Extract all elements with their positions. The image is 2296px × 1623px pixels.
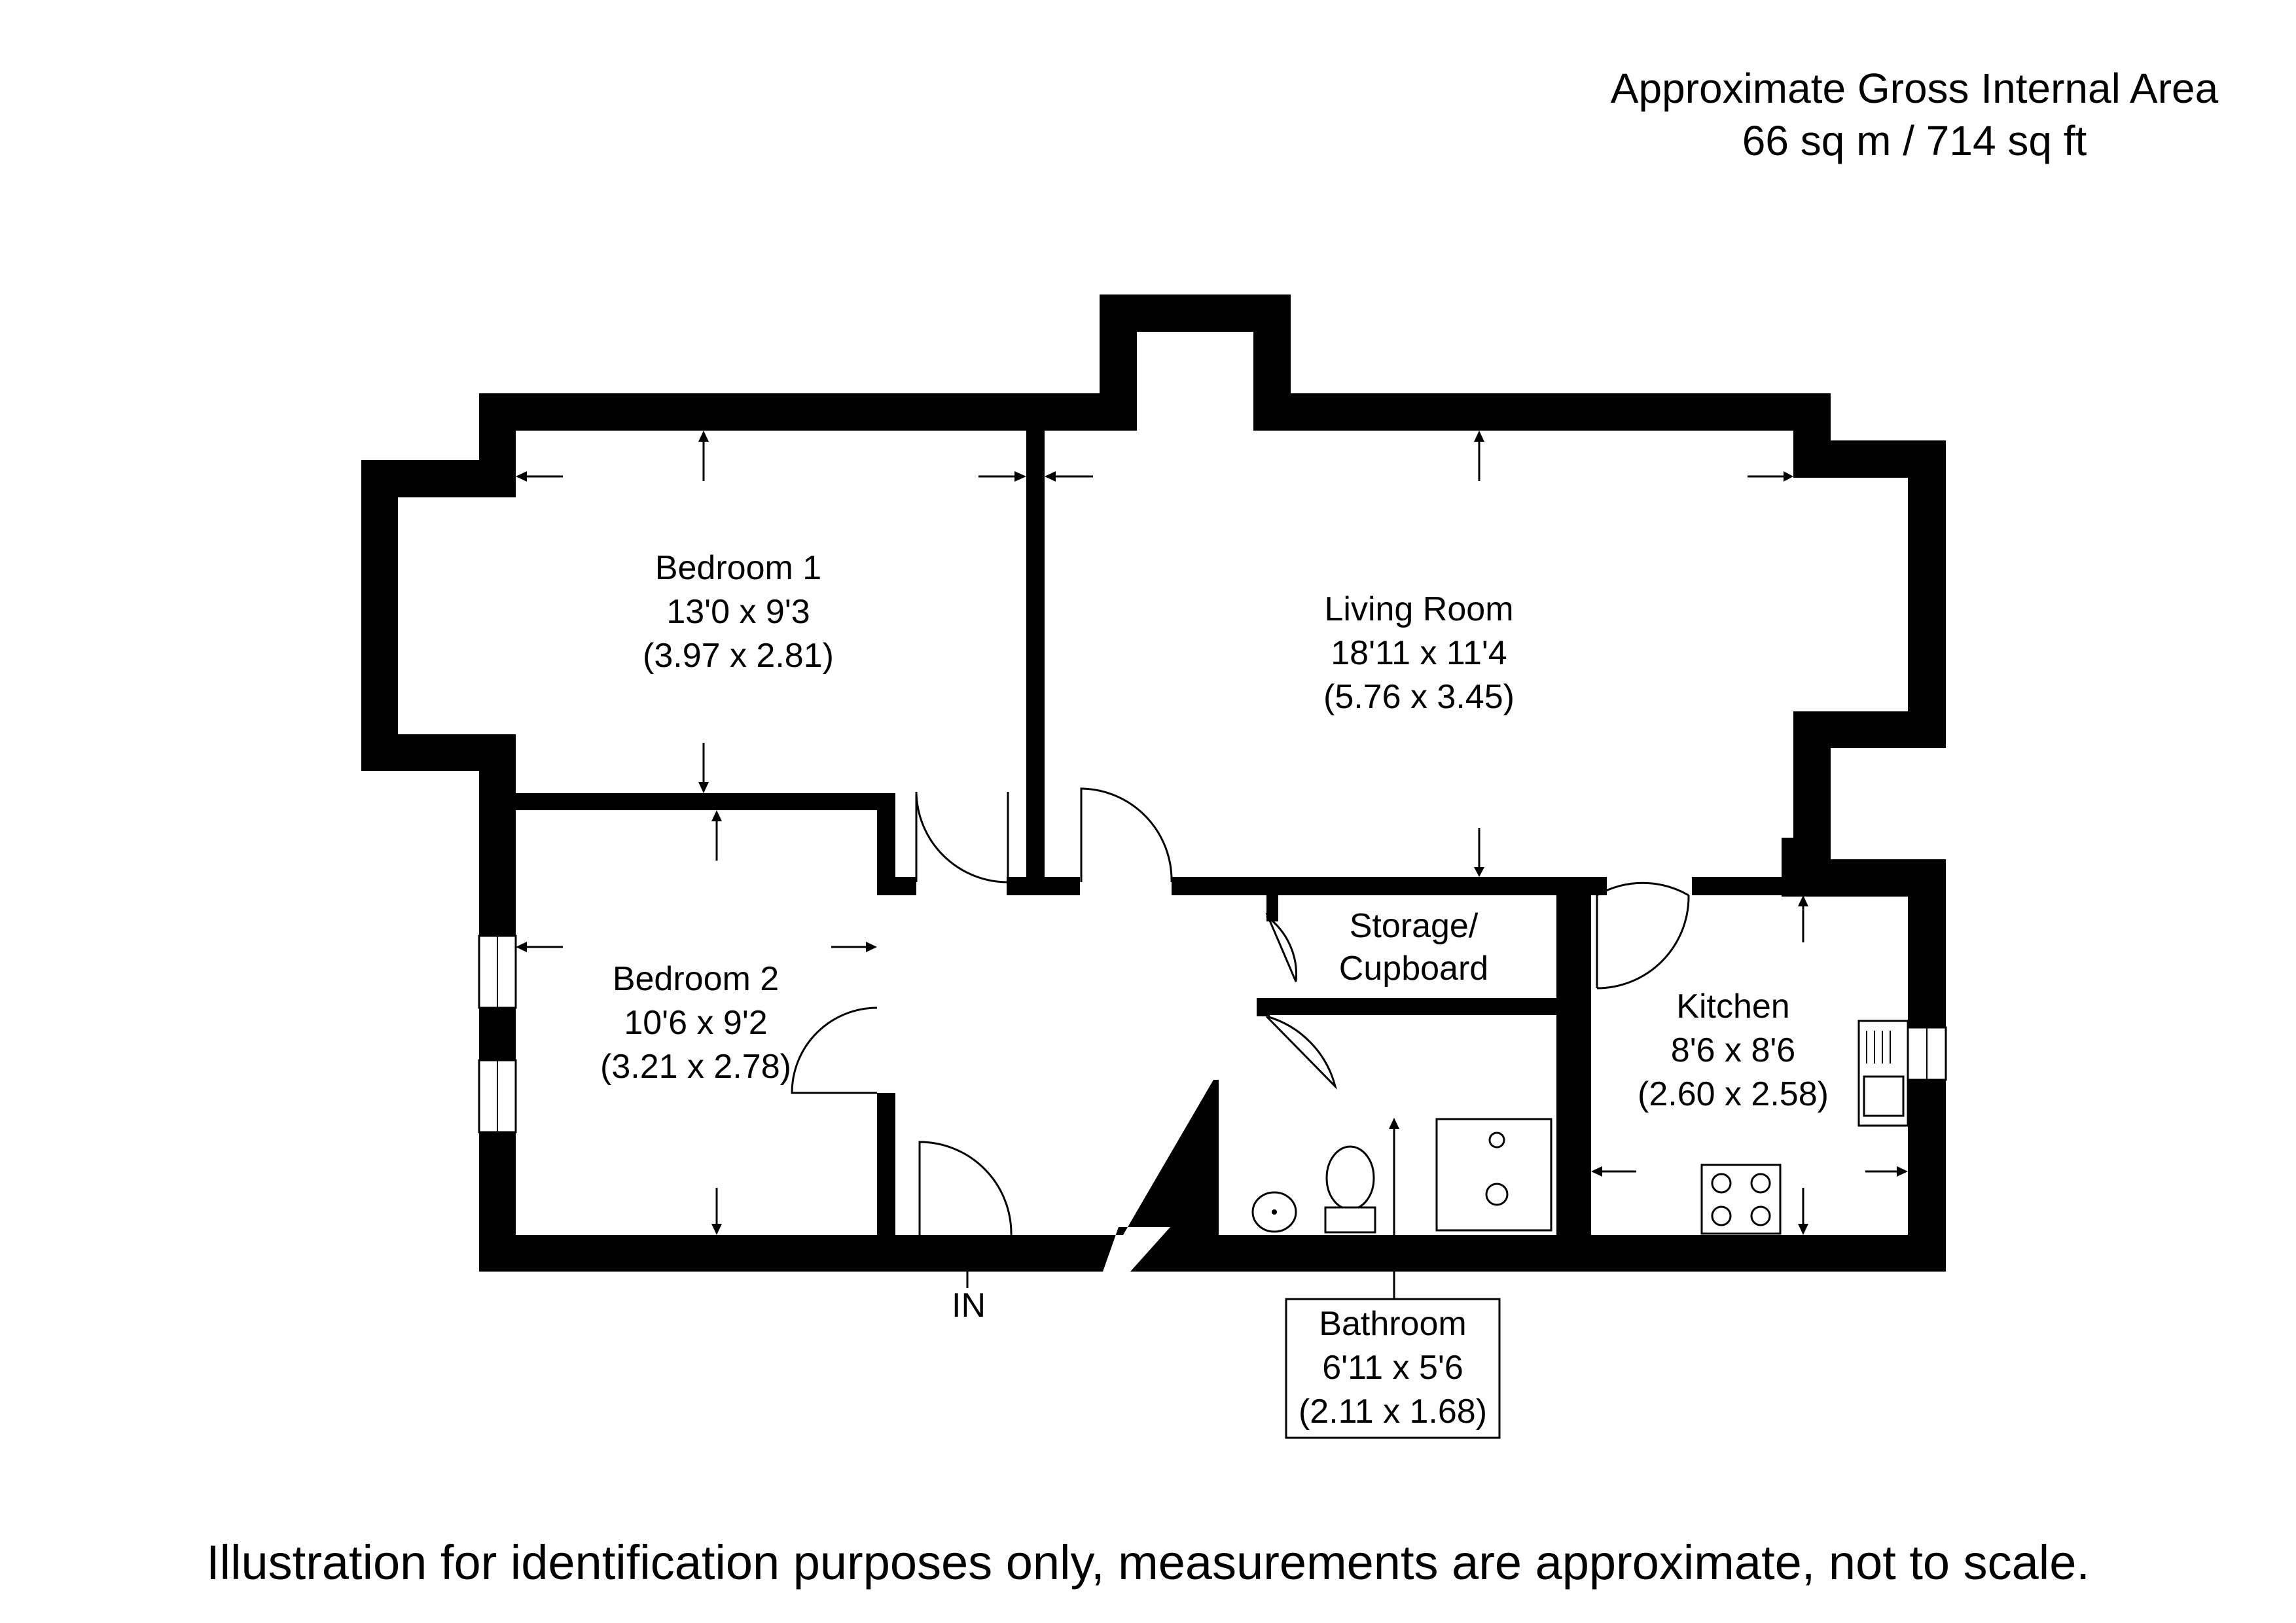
room-label-bedroom1: Bedroom 1 13'0 x 9'3 (3.97 x 2.81): [643, 549, 834, 675]
wall-kitchen-left: [1575, 877, 1591, 1237]
door-entrance: [918, 1141, 1013, 1236]
bedroom2-metric: (3.21 x 2.78): [600, 1048, 791, 1086]
gross-area-value: 66 sq m / 714 sq ft: [1742, 117, 2087, 164]
wall-bedroom-divider: [516, 793, 894, 810]
wall-hall-top-mid: [1007, 877, 1080, 895]
door-storage: [1265, 912, 1298, 982]
door-living: [1080, 787, 1173, 883]
bedroom1-name: Bedroom 1: [655, 549, 821, 587]
bathroom-label-box: [1285, 1298, 1501, 1439]
living-imperial: 18'11 x 11'4: [1331, 634, 1507, 672]
toilet-icon: [1324, 1145, 1376, 1234]
living-metric: (5.76 x 3.45): [1323, 678, 1515, 716]
wall-hall-top-left: [877, 877, 916, 895]
wall-storage-left: [1266, 895, 1278, 921]
exterior-walls: [361, 294, 1946, 1272]
room-label-kitchen: Kitchen 8'6 x 8'6 (2.60 x 2.58): [1638, 988, 1829, 1113]
room-label-bedroom2: Bedroom 2 10'6 x 9'2 (3.21 x 2.78): [600, 960, 791, 1086]
room-label-bathroom: Bathroom 6'11 x 5'6 (2.11 x 1.68): [1299, 1305, 1487, 1431]
kitchen-name: Kitchen: [1676, 988, 1789, 1026]
dimension-arrows: [516, 431, 1908, 1302]
storage-line1: Storage/: [1350, 907, 1479, 945]
bedroom2-imperial: 10'6 x 9'2: [624, 1004, 767, 1042]
shower-icon: [1435, 1118, 1552, 1232]
wall-bedroom2-right-lower: [877, 1093, 895, 1235]
hob-icon: [1700, 1164, 1782, 1235]
storage-line2: Cupboard: [1339, 950, 1488, 988]
door-bedroom2: [791, 1007, 878, 1094]
living-name: Living Room: [1324, 590, 1513, 628]
bedroom1-imperial: 13'0 x 9'3: [666, 593, 810, 631]
bathroom-name: Bathroom: [1319, 1305, 1466, 1343]
wall-bedroom2-right: [877, 793, 895, 881]
door-bathroom: [1265, 1015, 1337, 1090]
kitchen-sink-icon: [1857, 1020, 1909, 1127]
bathroom-metric: (2.11 x 1.68): [1299, 1393, 1487, 1431]
bedroom1-metric: (3.97 x 2.81): [643, 637, 834, 675]
gross-area-block: Approximate Gross Internal Area 66 sq m …: [1532, 62, 2296, 167]
bathroom-imperial: 6'11 x 5'6: [1322, 1349, 1463, 1387]
room-label-living: Living Room 18'11 x 11'4 (5.76 x 3.45): [1323, 590, 1515, 716]
wall-living-bottom: [1172, 877, 1607, 895]
wall-bedroom1-living: [1026, 431, 1045, 882]
wall-storage-bottom: [1266, 998, 1575, 1015]
wall-storage-right: [1556, 877, 1575, 1237]
door-bedroom1: [915, 791, 1009, 883]
room-label-storage: Storage/ Cupboard: [1339, 907, 1488, 988]
door-kitchen: [1596, 882, 1689, 988]
kitchen-metric: (2.60 x 2.58): [1638, 1075, 1829, 1113]
bath-basin-icon: [1251, 1191, 1297, 1233]
wall-bath-left-top: [1257, 998, 1270, 1016]
gross-area-title: Approximate Gross Internal Area: [1610, 65, 2219, 112]
kitchen-imperial: 8'6 x 8'6: [1671, 1031, 1795, 1069]
bedroom2-name: Bedroom 2: [613, 960, 779, 998]
wall-living-bottom-right: [1692, 877, 1816, 895]
disclaimer: Illustration for identification purposes…: [206, 1535, 2090, 1590]
entrance-label: IN: [952, 1287, 986, 1325]
